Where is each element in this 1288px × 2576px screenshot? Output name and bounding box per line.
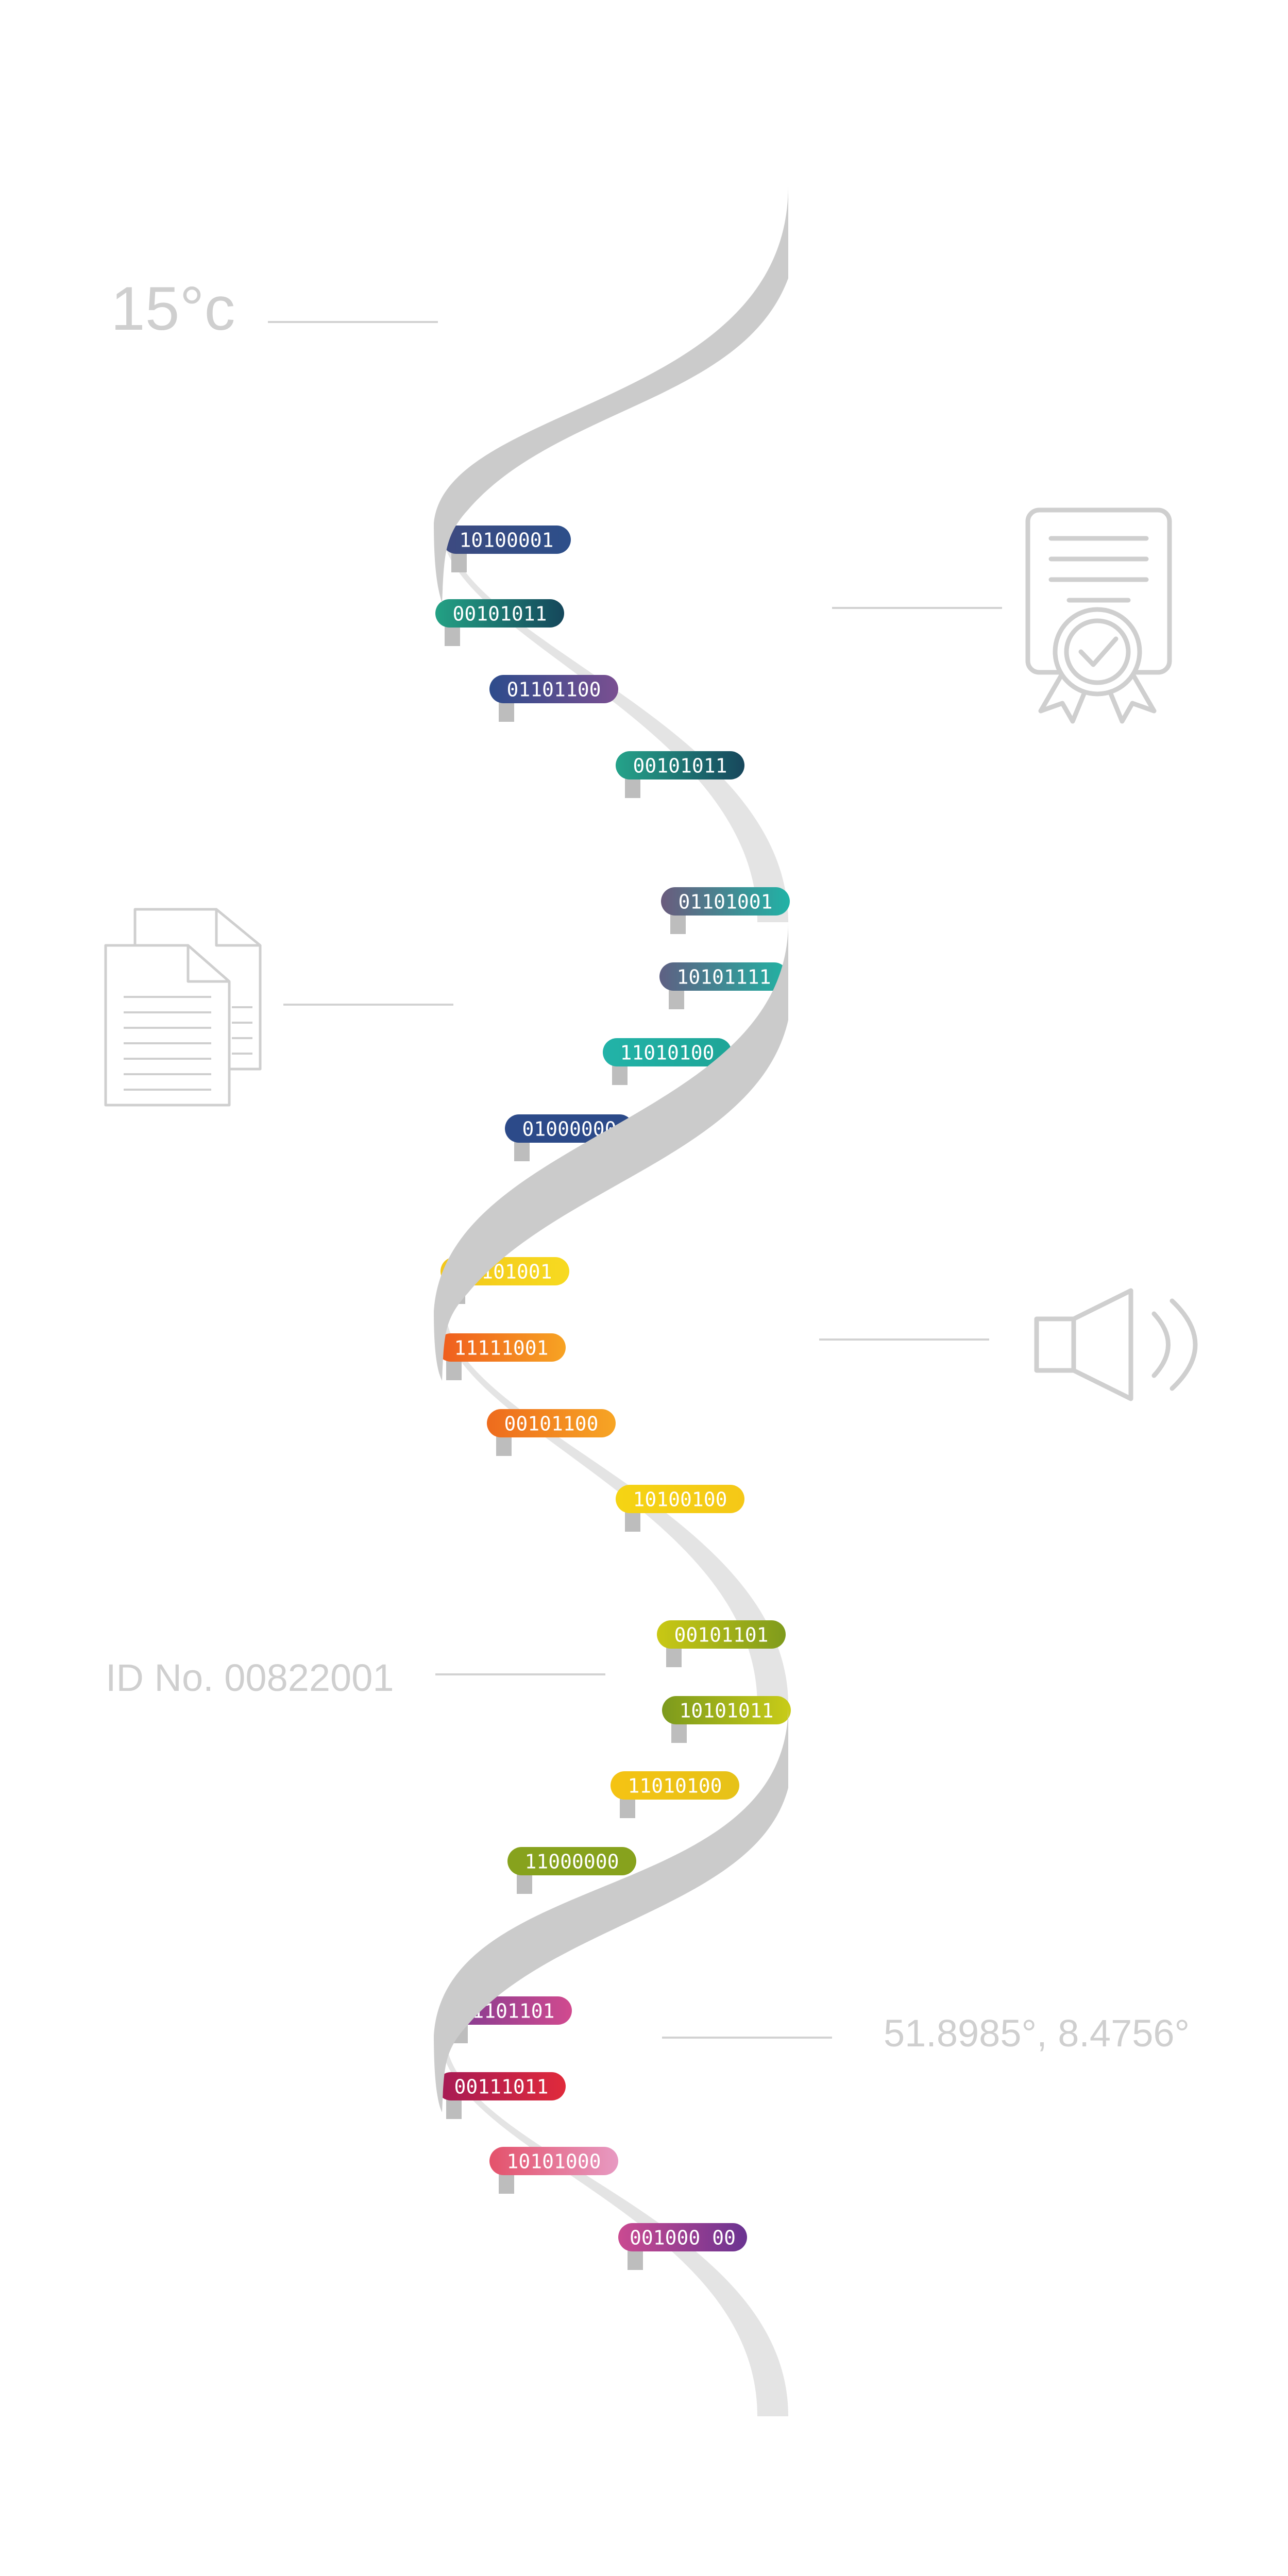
pill-shadow	[671, 1722, 687, 1743]
pill-shadow	[446, 2098, 462, 2119]
strand-segment	[434, 185, 788, 603]
pill-shadow	[517, 1873, 532, 1894]
pill-shape	[489, 675, 618, 703]
certificate-icon	[1025, 507, 1172, 724]
helix-back-strand	[440, 523, 788, 2416]
binary-pills: 10100001 00101011 01101100 00101011 01101001…	[435, 526, 791, 2270]
pill-label: 01101100	[506, 679, 601, 701]
pill-shadow	[612, 1064, 628, 1085]
strand-segment	[434, 922, 788, 1381]
binary-pill: 00101101	[657, 1620, 786, 1667]
pill-shadow	[670, 913, 686, 934]
id-number-label: ID No. 00822001	[106, 1656, 394, 1699]
strand-segment	[434, 1705, 788, 2112]
pill-label: 10100001	[459, 529, 553, 552]
strand-segment	[440, 523, 788, 922]
pill-label: 00101100	[504, 1413, 598, 1435]
pill-shape	[487, 1409, 616, 1437]
binary-pill: 001000 00	[618, 2223, 747, 2270]
binary-pill: 11111001	[437, 1333, 566, 1380]
documents-icon	[104, 908, 262, 1107]
pill-shadow	[445, 625, 460, 646]
pill-shape	[489, 2147, 618, 2175]
helix-front-strand	[434, 185, 788, 2112]
binary-pill: 10100100	[616, 1485, 744, 1532]
pill-label: 10101000	[506, 2150, 601, 2173]
pill-label: 11000000	[524, 1851, 619, 1873]
pill-label: 10100100	[633, 1488, 727, 1511]
pill-label: 11111001	[454, 1337, 548, 1360]
pill-shape	[616, 751, 744, 779]
pill-shadow	[625, 777, 640, 798]
binary-pill: 11000000	[507, 1847, 636, 1894]
pill-shape	[618, 2223, 747, 2251]
pill-shadow	[499, 2173, 514, 2194]
binary-pill: 00111011	[437, 2072, 566, 2119]
binary-pill: 10101011	[662, 1696, 791, 1743]
pill-shadow	[451, 552, 467, 572]
pill-shape	[442, 526, 571, 554]
pill-shadow	[669, 989, 684, 1009]
pill-label: 00101011	[452, 603, 547, 625]
pill-label: 10101111	[676, 966, 771, 989]
pill-label: 11010100	[620, 1042, 714, 1064]
pill-shape	[661, 887, 790, 916]
binary-pill: 11010100	[611, 1771, 739, 1818]
pill-shape	[657, 1620, 786, 1649]
binary-pill: 10101111	[659, 962, 788, 1009]
strand-segment	[440, 1309, 788, 1705]
binary-pill: 11010100	[603, 1038, 732, 1085]
pill-shadow	[666, 1647, 682, 1667]
binary-pill: 10101000	[489, 2147, 618, 2194]
pill-label: 11010100	[628, 1775, 722, 1798]
pill-shape	[437, 1333, 566, 1362]
pill-shadow	[514, 1141, 530, 1161]
pill-shape	[437, 2072, 566, 2100]
strand-segment	[440, 2035, 788, 2416]
pill-shape	[611, 1771, 739, 1800]
pill-label: 10101011	[679, 1700, 773, 1722]
pill-shape	[435, 599, 564, 628]
pill-shape	[616, 1485, 744, 1513]
pill-shadow	[499, 701, 514, 722]
temperature-label: 15°c	[111, 274, 235, 343]
pill-shape	[659, 962, 788, 991]
pill-shadow	[496, 1435, 512, 1456]
connector-lines	[268, 321, 1002, 2039]
binary-pill: 01101001	[661, 887, 790, 934]
pill-label: 00101101	[674, 1624, 768, 1647]
pill-shape	[662, 1696, 791, 1724]
pill-shadow	[446, 1360, 462, 1380]
pill-label: 01101001	[678, 891, 772, 913]
pill-label: 001000 00	[630, 2227, 736, 2249]
pill-label: 00111011	[454, 2076, 548, 2098]
coordinates-label: 51.8985°, 8.4756°	[884, 2012, 1190, 2055]
speaker-icon	[1034, 1288, 1198, 1401]
pill-shadow	[625, 1511, 640, 1532]
pill-shadow	[628, 2249, 643, 2270]
binary-pill: 10100001	[442, 526, 571, 572]
binary-pill: 01101100	[489, 675, 618, 722]
pill-shape	[507, 1847, 636, 1875]
pill-shadow	[620, 1798, 635, 1818]
binary-pill: 00101011	[435, 599, 564, 646]
pill-label: 00101011	[633, 755, 727, 777]
binary-pill: 00101011	[616, 751, 744, 798]
binary-pill: 00101100	[487, 1409, 616, 1456]
pill-shape	[603, 1038, 732, 1066]
